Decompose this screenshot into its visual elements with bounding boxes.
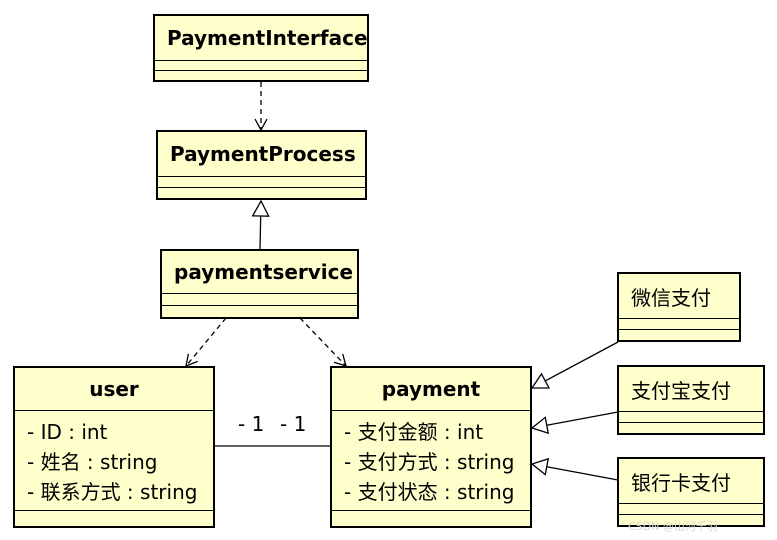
class-payment: payment - 支付金额 : int - 支付方式 : string - 支…	[330, 366, 532, 528]
class-alipay: 支付宝支付	[617, 365, 765, 435]
watermark: CSDN @山河千羽	[628, 520, 718, 533]
class-name: PaymentProcess	[158, 132, 365, 177]
class-name: 微信支付	[619, 274, 739, 319]
operations-compartment	[619, 330, 739, 341]
attributes-compartment	[619, 412, 763, 423]
attributes-compartment: - 支付金额 : int - 支付方式 : string - 支付状态 : st…	[332, 411, 530, 511]
dependency-service-to-user	[185, 317, 227, 368]
attribute: - 支付方式 : string	[344, 450, 515, 474]
attributes-compartment	[162, 294, 357, 306]
attributes-compartment: - ID : int - 姓名 : string - 联系方式 : string	[15, 411, 213, 511]
class-payment-interface: PaymentInterface	[153, 14, 369, 82]
attributes-compartment	[619, 319, 739, 330]
class-name: user	[15, 368, 213, 411]
attribute: - ID : int	[27, 420, 108, 444]
class-name: PaymentInterface	[155, 16, 368, 61]
class-payment-process: PaymentProcess	[156, 130, 367, 200]
generalization-alipay-to-payment	[530, 411, 619, 435]
class-wechat-pay: 微信支付	[617, 272, 741, 342]
attributes-compartment	[619, 504, 763, 515]
operations-compartment	[158, 188, 365, 199]
operations-compartment	[332, 511, 530, 527]
attribute: - 支付金额 : int	[344, 420, 484, 444]
generalization-wechat-to-payment	[530, 341, 619, 389]
class-user: user - ID : int - 姓名 : string - 联系方式 : s…	[13, 366, 215, 528]
attribute: - 支付状态 : string	[344, 480, 515, 504]
class-name: paymentservice	[162, 251, 357, 294]
operations-compartment	[15, 511, 213, 527]
class-paymentservice: paymentservice	[160, 249, 359, 319]
class-bank-card-pay: 银行卡支付	[617, 457, 765, 527]
class-name: payment	[332, 368, 530, 411]
generalization-service-to-process	[251, 199, 270, 250]
operations-compartment	[162, 306, 357, 318]
dependency-service-to-payment	[299, 317, 347, 367]
multiplicity-user-end: - 1	[238, 412, 265, 436]
attributes-compartment	[158, 177, 365, 188]
attribute: - 联系方式 : string	[27, 480, 198, 504]
class-name: 银行卡支付	[619, 459, 763, 504]
attribute: - 姓名 : string	[27, 450, 158, 474]
class-name: 支付宝支付	[619, 367, 763, 412]
generalization-bankcard-to-payment	[530, 457, 619, 481]
multiplicity-payment-end: - 1	[280, 412, 307, 436]
attributes-compartment	[155, 61, 367, 71]
operations-compartment	[619, 423, 763, 434]
operations-compartment	[155, 71, 367, 81]
